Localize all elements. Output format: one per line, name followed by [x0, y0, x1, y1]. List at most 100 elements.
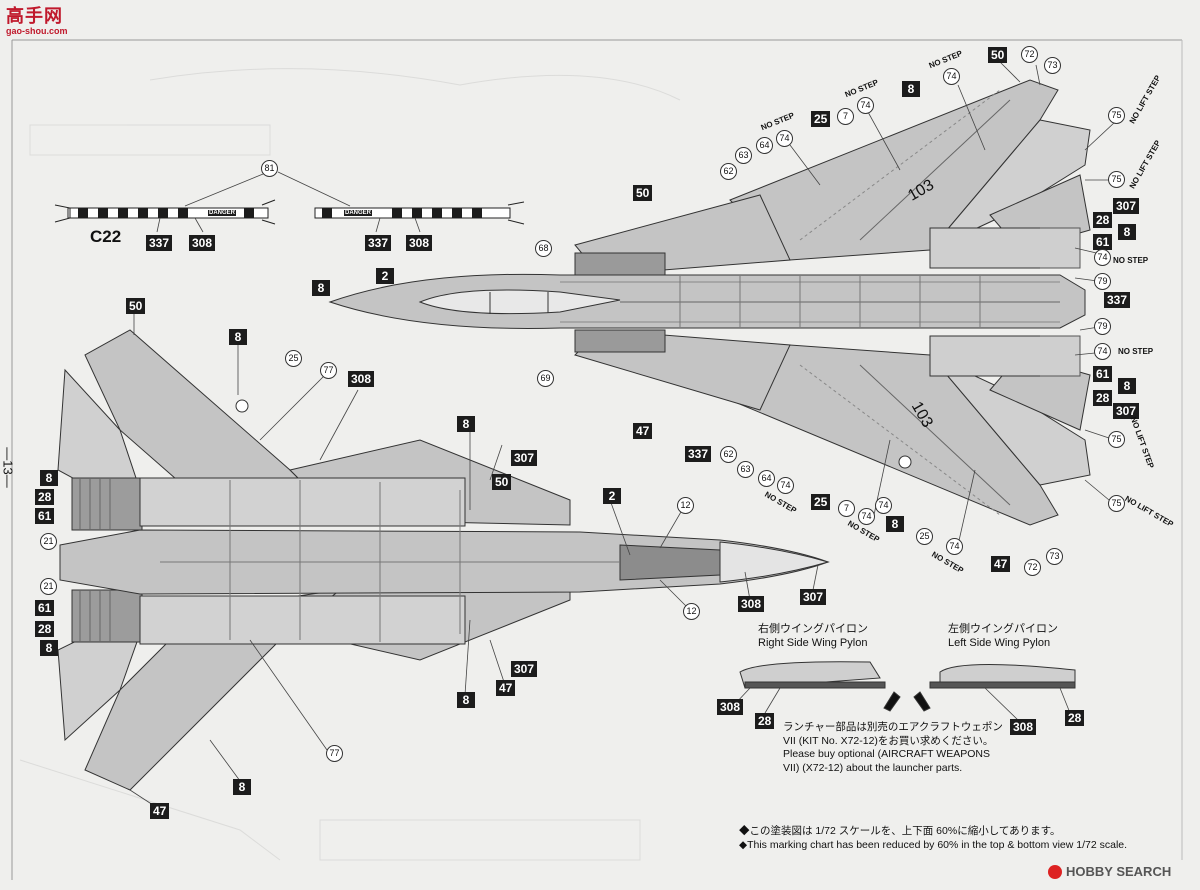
site-logo-url: gao-shou.com: [6, 26, 68, 36]
callout-circle: 12: [677, 497, 694, 514]
callout-square: 50: [126, 298, 146, 314]
callout-square: 50: [492, 474, 512, 490]
callout-square: 28: [35, 489, 55, 505]
callout-square: 61: [1093, 234, 1113, 250]
callout-circle: 64: [756, 137, 773, 154]
scale-note-jp: ◆この塗装図は 1/72 スケールを、上下面 60%に縮小してあります。: [739, 825, 1061, 837]
hobby-search-logo-icon: [1048, 864, 1062, 879]
danger-label-right: DANGER: [344, 210, 373, 216]
callout-circle: 81: [261, 160, 278, 177]
scale-note-en: ◆This marking chart has been reduced by …: [739, 838, 1128, 851]
page-number: ―13―: [0, 447, 16, 488]
callout-square: 61: [35, 508, 55, 524]
callout-circle: 69: [537, 370, 554, 387]
wing-pylons: [734, 661, 1076, 723]
callout-square: 28: [1093, 212, 1113, 228]
callout-circle: 62: [720, 446, 737, 463]
hobby-search-brand: HOBBY SEARCH: [1066, 864, 1172, 879]
right-pylon-jp: 右側ウイングパイロン: [758, 623, 868, 635]
no-step-label: NO STEP: [1118, 347, 1154, 356]
callout-circle: 75: [1108, 495, 1125, 512]
callout-square: 337: [1104, 292, 1131, 308]
launcher-note: ランチャー部品は別売のエアクラフトウェポン VII (KIT No. X72-1…: [783, 721, 1003, 775]
callout-square: 47: [150, 803, 170, 819]
callout-square: 8: [312, 280, 330, 296]
top-view-aircraft: [328, 61, 1116, 546]
callout-square: 61: [35, 600, 55, 616]
callout-square: 307: [511, 450, 538, 466]
callout-square: 308: [406, 235, 433, 251]
bleed-through-artwork: [19, 68, 681, 861]
callout-square: 61: [1093, 366, 1113, 382]
c22-label: C22: [90, 227, 122, 246]
callout-square: 8: [457, 416, 475, 432]
callout-square: 25: [811, 111, 831, 127]
callout-square: 50: [633, 185, 653, 201]
callout-square: 47: [633, 423, 653, 439]
callout-circle: 74: [857, 97, 874, 114]
callout-circle: 21: [40, 533, 57, 550]
callout-circle: 74: [875, 497, 892, 514]
site-logo: 高手网 gao-shou.com: [6, 6, 68, 36]
callout-circle: 75: [1108, 171, 1125, 188]
callout-circle: 77: [326, 745, 343, 762]
callout-circle: 72: [1021, 46, 1038, 63]
callout-circle: 74: [777, 477, 794, 494]
callout-square: 8: [233, 779, 251, 795]
callout-circle: 79: [1094, 273, 1111, 290]
callout-square: 8: [886, 516, 904, 532]
callout-circle: 7: [837, 108, 854, 125]
launcher-note-jp2: VII (KIT No. X72-12)をお買い求めください。: [783, 734, 994, 747]
launcher-note-en2: VII) (X72-12) about the launcher parts.: [783, 761, 963, 774]
callout-circle: 73: [1046, 548, 1063, 565]
callout-circle: 72: [1024, 559, 1041, 576]
left-pylon-caption: 左側ウイングパイロン Left Side Wing Pylon: [948, 622, 1058, 650]
callout-circle: 74: [776, 130, 793, 147]
callout-circle: 79: [1094, 318, 1111, 335]
callout-circle: 74: [943, 68, 960, 85]
callout-square: 308: [1010, 719, 1037, 735]
callout-circle: 25: [285, 350, 302, 367]
left-pylon-jp: 左側ウイングパイロン: [948, 623, 1058, 635]
callout-square: 28: [35, 621, 55, 637]
callout-square: 307: [1113, 198, 1140, 214]
callout-circle: 77: [320, 362, 337, 379]
callout-circle: 75: [1108, 431, 1125, 448]
callout-square: 308: [189, 235, 216, 251]
callout-circle: 63: [737, 461, 754, 478]
callout-square: 2: [376, 268, 394, 284]
hobby-search-watermark: HOBBY SEARCH: [1048, 864, 1171, 879]
callout-circle: 63: [735, 147, 752, 164]
callout-square: 25: [811, 494, 831, 510]
c22-boarding-ladders: [54, 171, 525, 233]
no-step-label: NO STEP: [1113, 256, 1149, 265]
callout-square: 308: [738, 596, 765, 612]
callout-square: 2: [603, 488, 621, 504]
callout-circle: 74: [1094, 343, 1111, 360]
callout-circle: 12: [683, 603, 700, 620]
callout-circle: 74: [946, 538, 963, 555]
callout-square: 50: [988, 47, 1008, 63]
launcher-note-en1: Please buy optional (AIRCRAFT WEAPONS: [783, 748, 990, 760]
callout-square: 337: [365, 235, 392, 251]
callout-circle: 75: [1108, 107, 1125, 124]
callout-circle: 64: [758, 470, 775, 487]
callout-square: 307: [511, 661, 538, 677]
callout-circle: 7: [838, 500, 855, 517]
callout-square: 8: [457, 692, 475, 708]
launcher-note-jp1: ランチャー部品は別売のエアクラフトウェポン: [783, 721, 1003, 733]
callout-circle: 68: [535, 240, 552, 257]
callout-square: 8: [902, 81, 920, 97]
left-pylon-en: Left Side Wing Pylon: [948, 637, 1051, 649]
callout-circle: 21: [40, 578, 57, 595]
callout-square: 307: [1113, 403, 1140, 419]
callout-square: 8: [229, 329, 247, 345]
callout-square: 47: [991, 556, 1011, 572]
callout-square: 308: [717, 699, 744, 715]
callout-circle: 25: [916, 528, 933, 545]
callout-circle: 62: [720, 163, 737, 180]
right-pylon-caption: 右側ウイングパイロン Right Side Wing Pylon: [758, 622, 868, 650]
callout-square: 307: [800, 589, 827, 605]
